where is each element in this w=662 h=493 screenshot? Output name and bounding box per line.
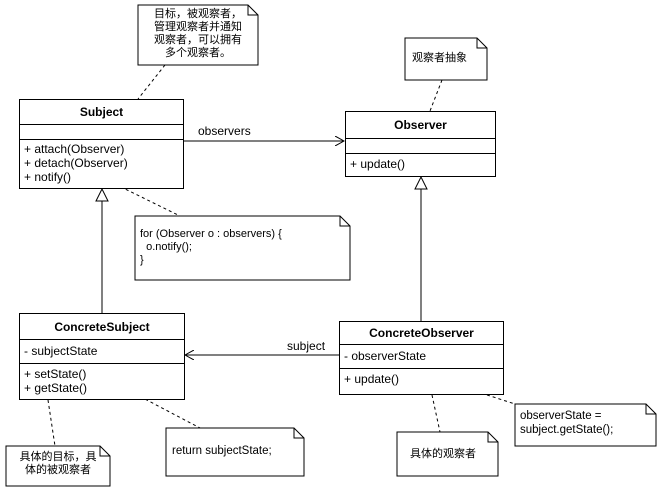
note-line: 目标，被观察者，: [154, 8, 242, 20]
concrete-observer-note-anchor: [431, 394, 441, 433]
concrete-subject-operation: + getState(): [24, 381, 88, 395]
observer-note: 观察者抽象: [412, 52, 467, 65]
concrete-subject-note-anchor: [47, 399, 56, 447]
get-state-code-note: return subjectState;: [172, 445, 272, 458]
note-line: 观察者抽象: [412, 52, 467, 64]
update-note-shape: [514, 403, 657, 447]
observer-generalization-arrowhead: [414, 175, 428, 190]
note-line: 观察者，可以拥有: [154, 34, 242, 46]
concrete-subject-class[interactable]: ConcreteSubject - subjectState + setStat…: [19, 313, 185, 400]
concrete-subject-note: 具体的目标，具 体的被观察者: [6, 451, 110, 477]
observer-class-name: Observer: [346, 112, 495, 139]
code-line: }: [140, 254, 144, 266]
note-line: 具体的观察者: [410, 448, 476, 460]
subject-operations: + attach(Observer) + detach(Observer) + …: [20, 140, 183, 189]
subject-association-label: subject: [287, 339, 326, 353]
subject-note-anchor: [137, 64, 166, 100]
concrete-subject-operations: + setState() + getState(): [20, 364, 184, 400]
observer-attributes: [346, 139, 495, 154]
notify-note-shape: [134, 215, 351, 281]
subject-operation: + attach(Observer): [24, 142, 125, 156]
subject-operation: + notify(): [24, 170, 72, 184]
concrete-subject-operation: + setState(): [24, 367, 87, 381]
concrete-observer-attribute: - observerState: [344, 349, 427, 363]
concrete-observer-class-name: ConcreteObserver: [340, 322, 503, 345]
concrete-observer-class[interactable]: ConcreteObserver - observerState + updat…: [339, 321, 504, 395]
note-line: 体的被观察者: [25, 464, 91, 476]
note-line: 管理观察者并通知: [154, 21, 242, 33]
notify-note-anchor: [114, 183, 181, 217]
observers-association-label: observers: [198, 124, 251, 138]
subject-class[interactable]: Subject + attach(Observer) + detach(Obse…: [19, 99, 184, 189]
note-line: 多个观察者。: [165, 47, 231, 59]
subject-class-name: Subject: [20, 100, 183, 125]
code-line: o.notify();: [140, 241, 192, 253]
subject-operation: + detach(Observer): [24, 156, 128, 170]
subject-attributes: [20, 125, 183, 140]
concrete-observer-attributes: - observerState: [340, 345, 503, 369]
concrete-subject-attributes: - subjectState: [20, 340, 184, 364]
concrete-observer-note: 具体的观察者: [410, 448, 476, 461]
get-state-note-shape: [165, 427, 305, 477]
concrete-observer-operation: + update(): [344, 372, 400, 386]
concrete-subject-note-shape: [5, 445, 111, 487]
concrete-subject-class-name: ConcreteSubject: [20, 314, 184, 340]
update-code-note: observerState = subject.getState();: [520, 409, 613, 437]
note-line: 具体的目标，具: [19, 451, 97, 463]
observer-note-anchor: [429, 79, 443, 112]
notify-code-note: for (Observer o : observers) { o.notify(…: [140, 228, 282, 267]
observer-operation: + update(): [350, 157, 406, 171]
subject-note: 目标，被观察者， 管理观察者并通知 观察者，可以拥有 多个观察者。: [138, 8, 258, 60]
code-line: return subjectState;: [172, 445, 272, 457]
concrete-observer-note-shape: [396, 431, 499, 477]
observer-operations: + update(): [346, 154, 495, 177]
code-line: for (Observer o : observers) {: [140, 228, 282, 240]
observer-note-shape: [404, 37, 488, 81]
subject-generalization-arrowhead: [95, 187, 109, 202]
code-line: subject.getState();: [520, 424, 614, 436]
subject-note-shape: [137, 4, 259, 66]
code-line: observerState =: [520, 410, 602, 422]
concrete-observer-operations: + update(): [340, 369, 503, 395]
observer-class[interactable]: Observer + update(): [345, 111, 496, 177]
concrete-subject-attribute: - subjectState: [24, 344, 98, 358]
